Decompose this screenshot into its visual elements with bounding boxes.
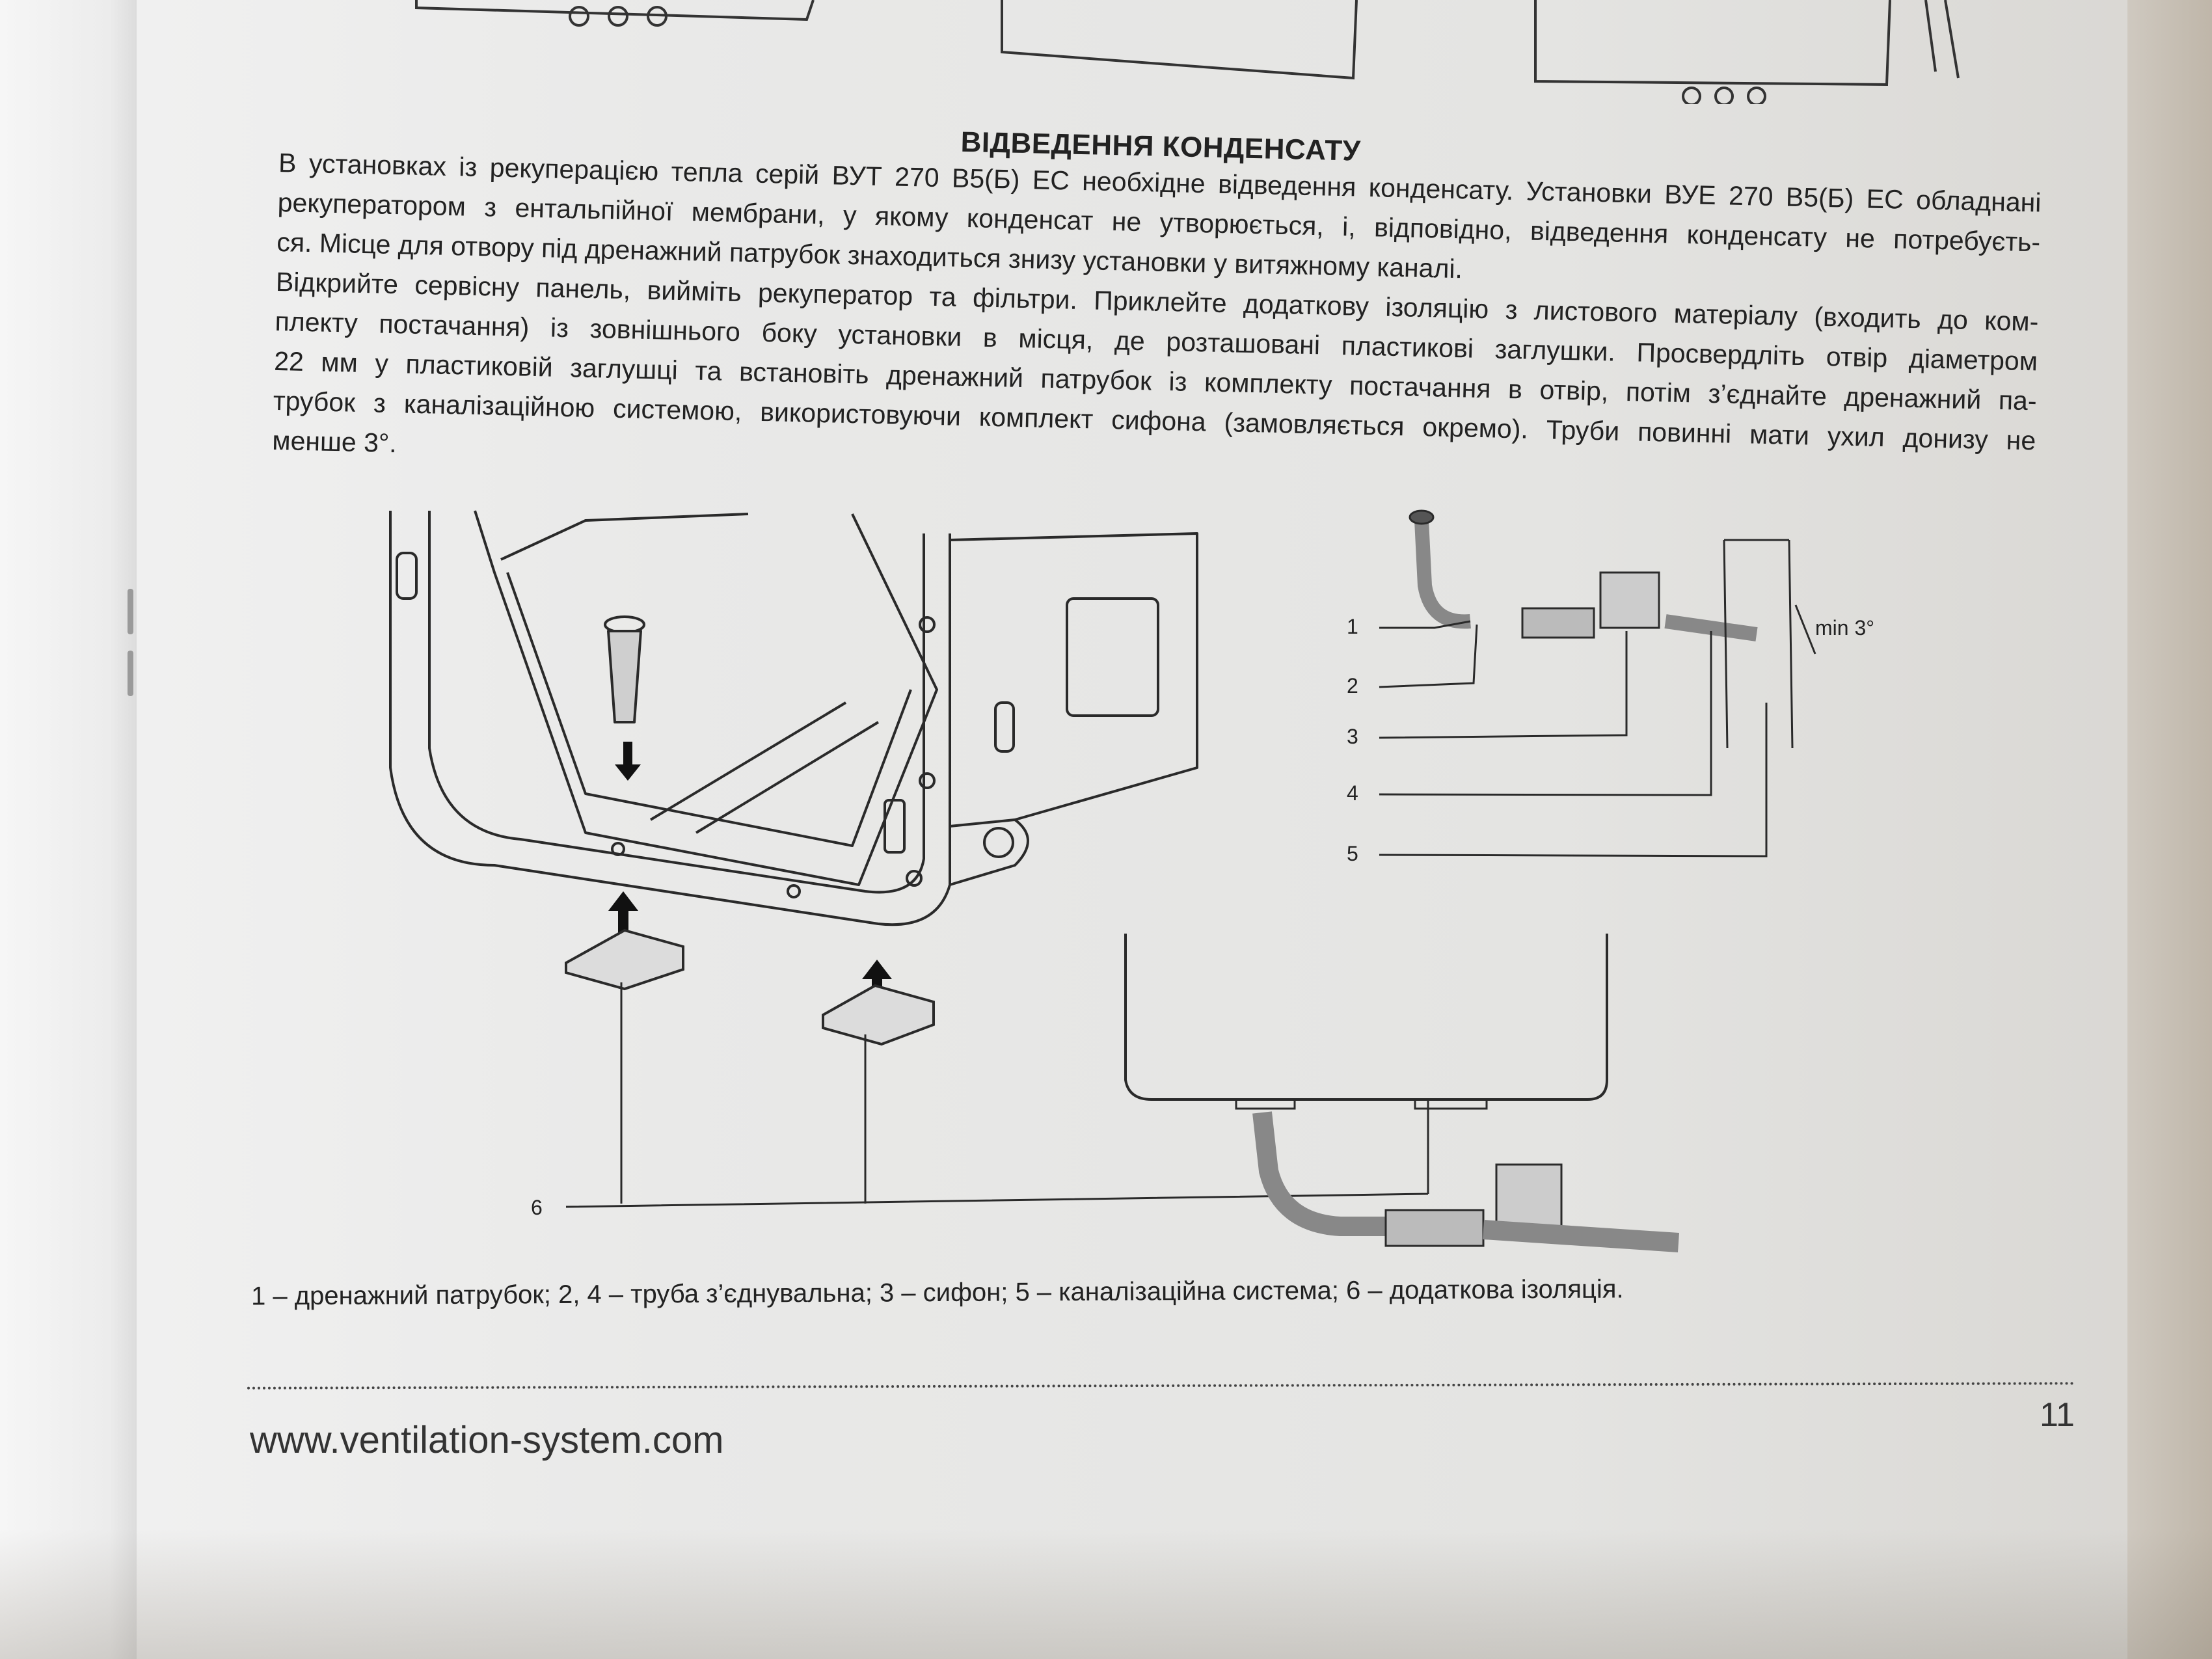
insulation-pad [565, 928, 684, 991]
footer-divider [247, 1382, 2076, 1390]
callout-2: 2 [1347, 674, 1358, 697]
page-number: 11 [2040, 1396, 2075, 1434]
slope-angle-label: min 3° [1815, 616, 1875, 640]
insulation-pad [822, 984, 935, 1046]
callout-1: 1 [1347, 615, 1358, 638]
top-device-drawings [415, 0, 1960, 104]
arrow-up-icon [608, 891, 638, 937]
page-fold-left [0, 0, 137, 1659]
arrow-up-icon [862, 960, 892, 1005]
callout-6: 6 [531, 1196, 543, 1219]
arrow-down-icon [615, 742, 641, 781]
staple [128, 651, 133, 696]
figure-caption: 1 – дренажний патрубок; 2, 4 – труба з’є… [250, 1275, 1624, 1311]
page-shadow [0, 1529, 2212, 1659]
callout-4: 4 [1347, 781, 1358, 805]
installation-diagram [389, 509, 1816, 1252]
background-surface [2127, 0, 2212, 1659]
callout-3: 3 [1347, 725, 1358, 748]
footer-url: www.ventilation-system.com [250, 1419, 724, 1461]
drain-fitting [607, 630, 642, 723]
staple [128, 589, 133, 634]
unit-housing [389, 511, 951, 926]
callout-5: 5 [1347, 842, 1358, 865]
